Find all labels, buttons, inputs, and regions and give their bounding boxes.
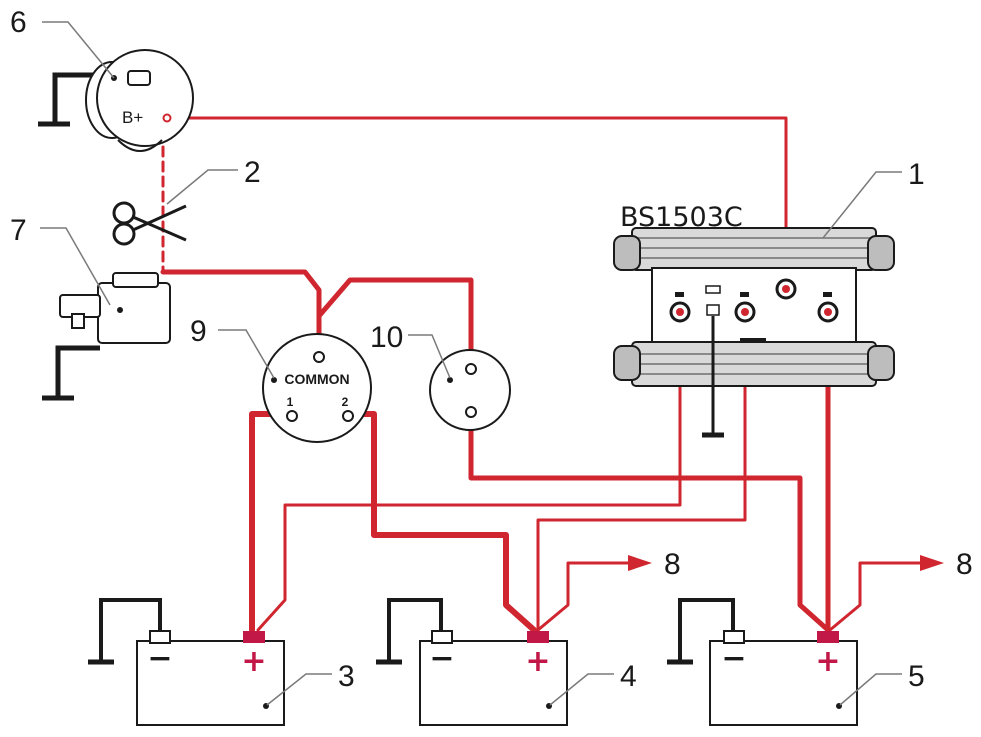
battery-5: − + — [667, 598, 858, 726]
starter-body — [97, 282, 171, 344]
ground-wire — [52, 72, 94, 124]
callout-leaders — [40, 21, 902, 706]
mount-ear — [867, 235, 895, 271]
mount-ear — [613, 235, 641, 271]
negative-terminal — [149, 630, 171, 644]
callout-label-10: 10 — [370, 321, 403, 354]
wire-feed-battery5 — [828, 561, 924, 632]
positive-terminal — [243, 631, 265, 643]
callout-label-4: 4 — [620, 660, 637, 693]
ground-wire — [678, 598, 735, 662]
terminal-dot — [271, 377, 277, 383]
battery-switch: COMMON 1 2 — [262, 333, 372, 443]
terminal-dot — [117, 307, 123, 313]
wire-isolator-out1-to-battery3 — [256, 310, 682, 632]
b-plus-terminal — [162, 113, 172, 123]
battery-case — [136, 640, 285, 726]
battery-4: − + — [376, 598, 568, 726]
wire-isolator-out2-to-battery4 — [536, 310, 747, 632]
callout-label-8b: 8 — [956, 548, 973, 581]
switch-pos2-terminal — [342, 410, 354, 422]
arrow-icon — [628, 555, 652, 571]
alternator-terminal-label: B+ — [122, 108, 143, 127]
alternator-body — [96, 49, 194, 147]
switch-common-label: COMMON — [284, 371, 349, 387]
switch10-body — [429, 349, 511, 431]
switch-pos2-label: 2 — [342, 395, 349, 409]
ground-wire — [387, 598, 443, 662]
positive-sign: + — [525, 644, 550, 679]
ground-wire — [99, 598, 162, 662]
scissors-icon — [112, 201, 187, 246]
alternator: B+ — [38, 49, 194, 152]
negative-sign: − — [147, 641, 172, 676]
positive-sign: + — [815, 644, 840, 679]
wire-feed-battery4 — [536, 561, 632, 632]
callout-label-8a: 8 — [664, 548, 681, 581]
arrow-icon — [920, 555, 944, 571]
switch-pos1-terminal — [286, 410, 298, 422]
callout-label-9: 9 — [190, 315, 207, 348]
positive-sign: + — [241, 644, 266, 679]
starter-flange — [71, 313, 85, 329]
negative-terminal — [723, 630, 745, 644]
ground-wire — [55, 345, 100, 398]
alternator-plug — [127, 70, 151, 86]
wire-switch2-to-battery4 — [345, 411, 537, 633]
battery-case — [709, 640, 858, 726]
callout-label-5: 5 — [908, 660, 925, 693]
switch-common-terminal — [313, 351, 325, 363]
mount-ear — [867, 345, 895, 381]
switch-pos1-label: 1 — [287, 395, 294, 409]
callout-label-3: 3 — [338, 660, 355, 693]
negative-sign: − — [429, 641, 454, 676]
switch10-bottom-terminal — [465, 406, 477, 418]
second-switch — [429, 349, 511, 431]
switch10-top-terminal — [465, 363, 477, 375]
battery-isolator: BS1503C — [613, 202, 895, 438]
mount-ear — [613, 345, 641, 381]
wire-switch-to-switch10 — [316, 277, 474, 369]
callout-label-1: 1 — [908, 158, 925, 191]
callout-label-6: 6 — [10, 6, 27, 39]
negative-terminal — [431, 630, 453, 644]
negative-sign: − — [721, 641, 746, 676]
starter-motor — [42, 272, 171, 401]
positive-terminal — [817, 631, 839, 643]
switch-body — [262, 333, 372, 443]
isolator-ground-terminal — [706, 304, 720, 316]
wiring — [160, 116, 924, 633]
callout-label-2: 2 — [244, 156, 261, 189]
callout-label-7: 7 — [10, 214, 27, 247]
battery-3: − + — [88, 598, 285, 726]
wire-switch10-to-battery5 — [468, 413, 831, 633]
battery-case — [419, 640, 568, 726]
starter-solenoid — [112, 272, 159, 288]
terminal-dot — [447, 377, 453, 383]
positive-terminal — [527, 631, 549, 643]
alternator-mount — [117, 139, 163, 152]
